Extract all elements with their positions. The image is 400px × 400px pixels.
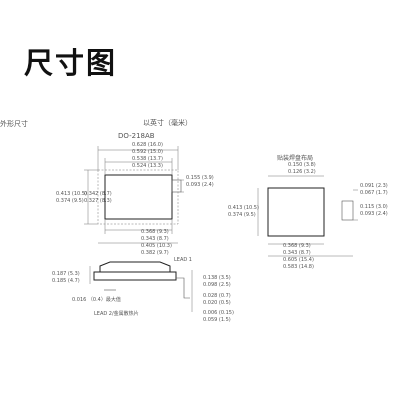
pad-large [267,187,325,237]
dim-tab-max: 0.155 (3.9) [186,175,214,181]
dim-body-width-max: 0.538 (13.7) [132,156,163,162]
package-body-top [104,174,173,220]
pad-bottom2-max: 0.605 (15.4) [283,257,314,263]
package-tab [171,179,182,193]
dim-bottom1-max: 0.368 (9.3) [141,229,169,235]
pad-top-max: 0.150 (3.8) [288,162,316,168]
pad-layout-heading: 贴装焊盘布局 [277,155,314,162]
lead-thickness: 0.016 （0.4）最大值 [72,297,121,303]
dim-tab-min: 0.093 (2.4) [186,182,214,188]
side-body-base [93,271,177,281]
dim-top-width-min: 0.592 (15.0) [132,149,163,155]
dim-bottom2-max: 0.405 (10.3) [141,243,172,249]
dim-inner-height-max: 0.342 (8.7) [84,191,112,197]
dim-body-width-min: 0.524 (13.3) [132,163,163,169]
side-left-min: 0.185 (4.7) [52,278,80,284]
side-right2-min: 0.020 (0.5) [203,300,231,306]
pad-small [341,200,354,221]
page-title: 尺寸图 [24,46,118,80]
lead-2-label: LEAD 2/金属散热片 [94,311,139,317]
side-lead-1 [176,277,190,299]
dim-inner-height-min: 0.327 (8.3) [84,198,112,204]
pad-bottom2-min: 0.583 (14.8) [283,264,314,270]
units-note: 以英寸（毫米） [143,119,192,127]
lead-1-label: LEAD 1 [174,257,192,263]
side-right1-max: 0.138 (3.5) [203,275,231,281]
dim-height-min: 0.374 (9.5) [56,198,84,204]
outline-heading: 外形尺寸 [0,120,28,128]
pad-bottom1-min: 0.343 (8.7) [283,250,311,256]
side-body-top [99,261,171,273]
pad-right2-max: 0.115 (3.0) [360,204,388,210]
dim-height-max: 0.413 (10.5) [56,191,87,197]
pad-right1-max: 0.091 (2.3) [360,183,388,189]
pad-bottom1-max: 0.368 (9.3) [283,243,311,249]
dim-top-width-max: 0.628 (16.0) [132,142,163,148]
heatsink-outline [97,169,179,225]
pad-height-min: 0.374 (9.5) [228,212,256,218]
pad-right1-min: 0.067 (1.7) [360,190,388,196]
dim-bottom2-min: 0.382 (9.7) [141,250,169,256]
pad-height-max: 0.413 (10.5) [228,205,259,211]
side-left-max: 0.187 (5.3) [52,271,80,277]
dim-bottom1-min: 0.343 (8.7) [141,236,169,242]
side-right3-max: 0.006 (0.15) [203,310,234,316]
side-right2-max: 0.028 (0.7) [203,293,231,299]
package-name: DO-218AB [118,132,155,140]
pad-right2-min: 0.093 (2.4) [360,211,388,217]
side-right3-min: 0.059 (1.5) [203,317,231,323]
side-right1-min: 0.098 (2.5) [203,282,231,288]
pad-top-min: 0.126 (3.2) [288,169,316,175]
